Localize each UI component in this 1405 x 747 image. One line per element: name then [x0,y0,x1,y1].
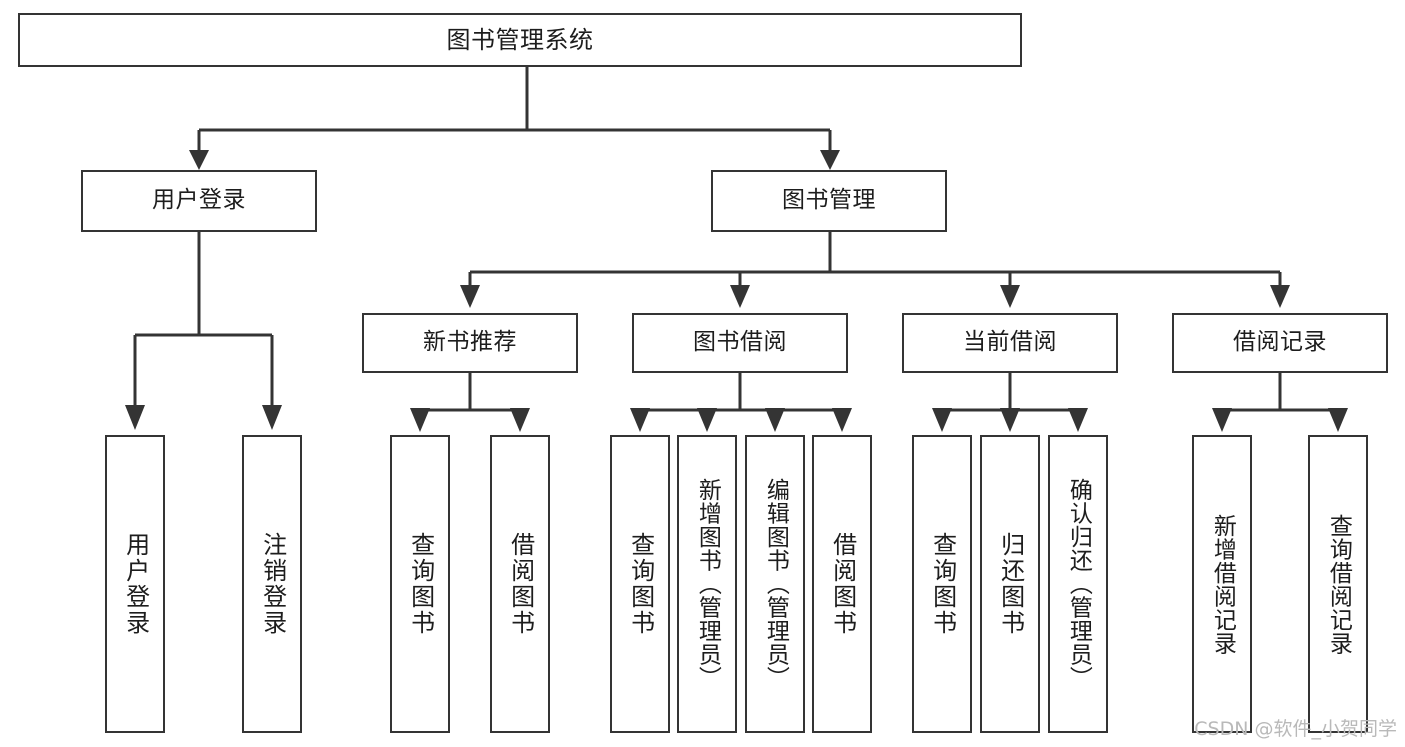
node-borrow-record[interactable]: 借阅记录 [1172,313,1388,373]
node-leaf-borrow-book-2-label: 借阅图书 [828,532,857,636]
node-leaf-logout-login[interactable]: 注销登录 [242,435,302,733]
node-leaf-query-book-3-label: 查询图书 [928,532,957,636]
node-leaf-confirm-return-label: 确认归还（管理员） [1065,478,1092,690]
node-leaf-add-book[interactable]: 新增图书（管理员） [677,435,737,733]
node-leaf-return-book[interactable]: 归还图书 [980,435,1040,733]
node-root-label: 图书管理系统 [446,25,594,54]
node-leaf-user-login-label: 用户登录 [121,532,150,636]
watermark-text: CSDN @软件_小贺同学 [1194,718,1397,740]
node-current-borrow[interactable]: 当前借阅 [902,313,1118,373]
node-borrow-record-label: 借阅记录 [1233,329,1327,356]
node-leaf-edit-book-label: 编辑图书（管理员） [762,478,789,690]
node-leaf-logout-login-label: 注销登录 [258,532,287,636]
node-leaf-query-record-label: 查询借阅记录 [1325,513,1352,655]
node-leaf-user-login[interactable]: 用户登录 [105,435,165,733]
node-current-borrow-label: 当前借阅 [963,329,1057,356]
node-leaf-query-book-1[interactable]: 查询图书 [390,435,450,733]
node-new-book-recommend[interactable]: 新书推荐 [362,313,578,373]
node-leaf-borrow-book-2[interactable]: 借阅图书 [812,435,872,733]
node-new-book-recommend-label: 新书推荐 [423,329,517,356]
node-leaf-return-book-label: 归还图书 [996,532,1025,636]
node-leaf-query-book-2-label: 查询图书 [626,532,655,636]
node-leaf-query-book-1-label: 查询图书 [406,532,435,636]
node-book-manage[interactable]: 图书管理 [711,170,947,232]
node-book-manage-label: 图书管理 [782,187,876,214]
node-user-login[interactable]: 用户登录 [81,170,317,232]
node-leaf-query-record[interactable]: 查询借阅记录 [1308,435,1368,733]
node-leaf-edit-book[interactable]: 编辑图书（管理员） [745,435,805,733]
node-leaf-add-book-label: 新增图书（管理员） [694,478,721,690]
node-leaf-add-record-label: 新增借阅记录 [1209,513,1236,655]
node-leaf-borrow-book-1-label: 借阅图书 [506,532,535,636]
node-leaf-query-book-3[interactable]: 查询图书 [912,435,972,733]
node-leaf-add-record[interactable]: 新增借阅记录 [1192,435,1252,733]
node-user-login-label: 用户登录 [152,187,246,214]
node-book-borrow[interactable]: 图书借阅 [632,313,848,373]
node-leaf-borrow-book-1[interactable]: 借阅图书 [490,435,550,733]
node-leaf-confirm-return[interactable]: 确认归还（管理员） [1048,435,1108,733]
node-leaf-query-book-2[interactable]: 查询图书 [610,435,670,733]
node-book-borrow-label: 图书借阅 [693,329,787,356]
node-root[interactable]: 图书管理系统 [18,13,1022,67]
